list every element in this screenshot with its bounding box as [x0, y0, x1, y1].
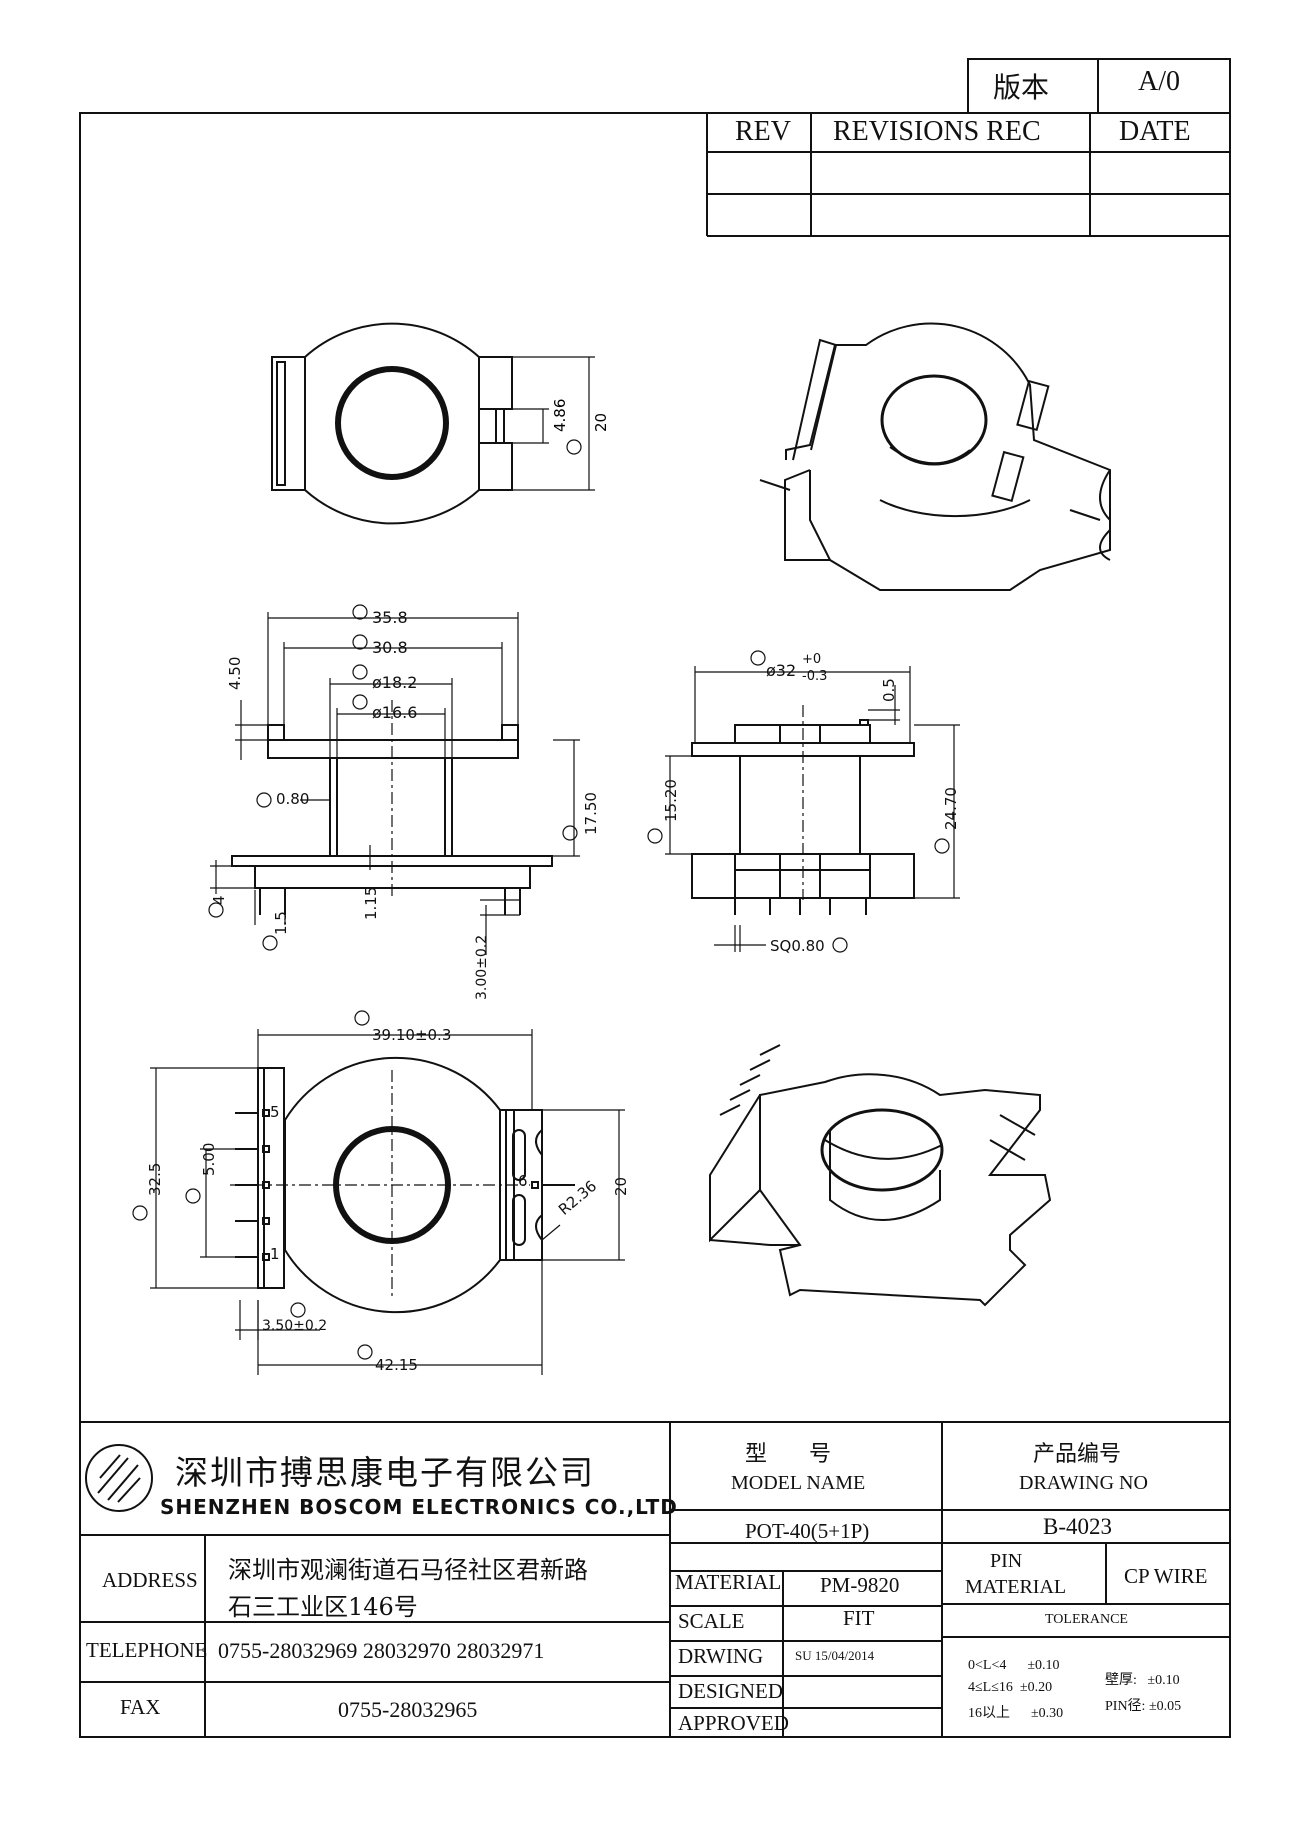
tolerance-row1: 0<L<4 ±0.10 — [968, 1658, 1060, 1673]
svg-text:20: 20 — [592, 413, 610, 432]
model-label-en: MODEL NAME — [731, 1472, 866, 1494]
dim-p: 15.20 — [662, 779, 680, 822]
dim-b: 35.8 — [372, 608, 408, 627]
tolerance-wall: 壁厚: ±0.10 — [1105, 1673, 1180, 1688]
dim-o: 24.70 — [942, 787, 960, 830]
drwing-value: SU 15/04/2014 — [795, 1648, 875, 1663]
dim-pitch: 3.50±0.2 — [262, 1318, 328, 1334]
tolerance-row2: 4≤L≤16 ±0.20 — [968, 1680, 1053, 1695]
drawing-no: B-4023 — [1043, 1514, 1112, 1539]
approved-label: APPROVED — [678, 1711, 789, 1735]
drawing-label-cn: 产品编号 — [1033, 1442, 1122, 1467]
version-value: A/0 — [1138, 66, 1180, 97]
pin-material-label1: PIN — [990, 1550, 1023, 1572]
dim-i: 1.5 — [272, 911, 290, 935]
address-line1: 深圳市观澜街道石马径社区君新路 — [228, 1556, 588, 1584]
pin-label-1: 1 — [270, 1245, 280, 1263]
dim-j: 39.10±0.3 — [372, 1026, 452, 1044]
dim-base-thk: 1.15 — [362, 886, 380, 920]
revisions-rec-header: REVISIONS REC — [833, 116, 1041, 147]
dim-flange-gap: 0.5 — [880, 678, 898, 702]
dim-f: 0.80 — [276, 790, 310, 808]
pin-label-6: 6 — [518, 1172, 528, 1190]
dim-q: SQ0.80 — [770, 937, 825, 955]
dim-20-bottom: 20 — [612, 1176, 630, 1196]
tolerance-row3: 16以上 ±0.30 — [968, 1706, 1064, 1721]
tolerance-pin: PIN径: ±0.05 — [1105, 1699, 1182, 1714]
company-name-cn: 深圳市搏思康电子有限公司 — [175, 1453, 595, 1492]
fax-label: FAX — [120, 1695, 161, 1719]
svg-text:4.86: 4.86 — [551, 399, 569, 432]
pin-material-value: CP WIRE — [1124, 1564, 1208, 1588]
drwing-label: DRWING — [678, 1644, 764, 1668]
dim-g: 17.50 — [582, 792, 600, 835]
dim-n-tol-up: +0 — [802, 652, 822, 667]
scale-value: FIT — [843, 1606, 875, 1630]
pin-material-label2: MATERIAL — [965, 1576, 1067, 1598]
material-value: PM-9820 — [820, 1573, 900, 1597]
telephone-label: TELEPHONE — [86, 1638, 208, 1662]
telephone: 0755-28032969 28032970 28032971 — [218, 1638, 545, 1663]
dim-c: 30.8 — [372, 638, 408, 657]
dim-l: 5.00 — [200, 1142, 218, 1176]
drawing-label-en: DRAWING NO — [1019, 1472, 1148, 1494]
designed-label: DESIGNED — [678, 1679, 783, 1703]
version-label: 版本 — [993, 73, 1050, 104]
dim-k: 32.5 — [146, 1162, 164, 1196]
tolerance-label: TOLERANCE — [1045, 1612, 1128, 1627]
fax: 0755-28032965 — [338, 1697, 478, 1722]
dim-h: 4 — [210, 895, 228, 905]
rev-header: REV — [735, 116, 791, 147]
model-name: POT-40(5+1P) — [745, 1519, 870, 1543]
dim-top-offset: 4.50 — [226, 656, 244, 690]
material-label: MATERIAL — [675, 1570, 782, 1594]
dim-e: ø16.6 — [372, 703, 418, 722]
dim-n: ø32 — [766, 661, 797, 680]
address-line2: 石三工业区146号 — [228, 1593, 418, 1621]
dim-pin-len: 3.00±0.2 — [474, 934, 490, 1000]
dim-n-tol-dn: -0.3 — [802, 669, 828, 684]
pin-label-5: 5 — [270, 1103, 280, 1121]
date-header: DATE — [1119, 116, 1191, 147]
dim-d: ø18.2 — [372, 673, 418, 692]
model-label-cn: 型 号 — [745, 1442, 831, 1467]
company-name-en: SHENZHEN BOSCOM ELECTRONICS CO.,LTD — [160, 1495, 678, 1519]
dim-m: 42.15 — [375, 1356, 418, 1374]
address-label: ADDRESS — [102, 1568, 198, 1592]
scale-label: SCALE — [678, 1609, 745, 1633]
